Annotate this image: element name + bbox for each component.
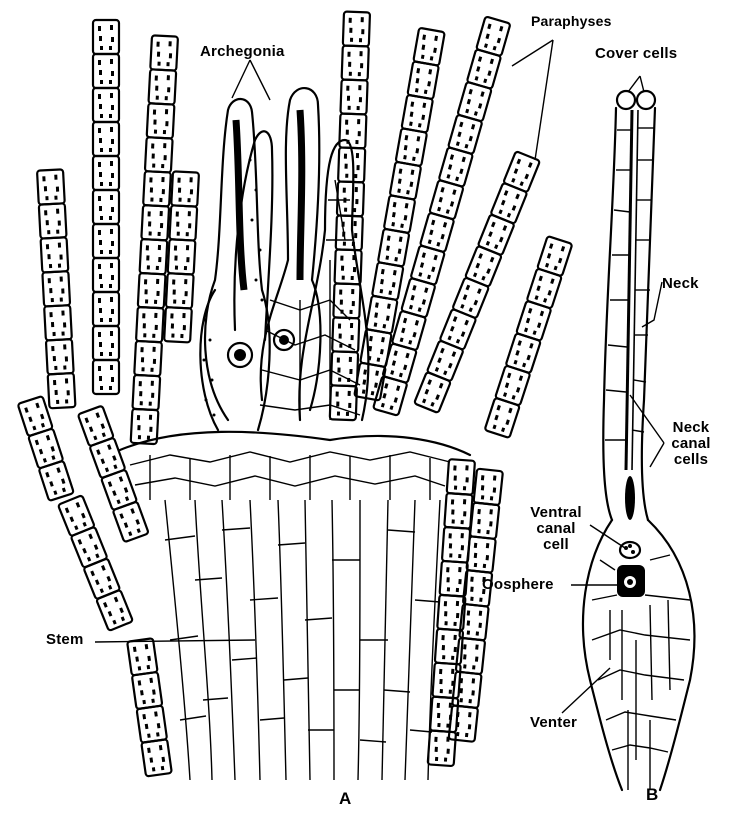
label-stem: Stem [46, 631, 84, 648]
panel-label-b: B [646, 785, 659, 804]
panel-label-a: A [339, 789, 352, 808]
paraphyses-filaments [16, 10, 574, 778]
label-neck-canal-cells: Neck canal cells [671, 419, 711, 468]
label-archegonia: Archegonia [200, 43, 285, 60]
label-paraphyses: Paraphyses [531, 13, 612, 29]
leader-lines [94, 39, 665, 714]
label-cover-cells: Cover cells [595, 45, 678, 62]
archegonia-group [199, 87, 370, 432]
stem-tissue [118, 430, 472, 781]
label-venter: Venter [530, 714, 578, 731]
label-oosphere: Oosphere [482, 576, 554, 593]
archegonium-detail [581, 89, 696, 792]
label-neck: Neck [662, 275, 699, 292]
label-ventral-canal-cell: Ventral canal cell [530, 504, 582, 553]
